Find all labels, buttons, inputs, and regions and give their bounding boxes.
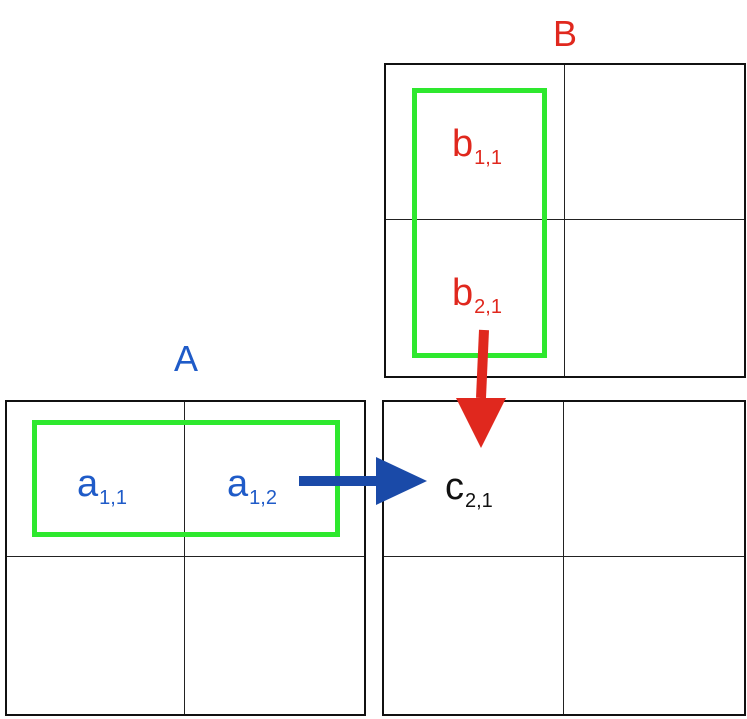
arrow-a-head [376,457,427,505]
cell-a11: a1,1 [77,463,127,508]
cell-c21-index: 2,1 [465,490,493,512]
matrix-c [382,400,746,716]
cell-b21-index: 2,1 [474,296,502,318]
arrow-a-to-c [299,457,427,505]
cell-a11-letter: a [77,463,99,505]
cell-a12-letter: a [227,463,249,505]
matrix-b-label: B [553,13,578,54]
arrow-b-shaft [476,329,489,399]
cell-a12-index: 1,2 [249,487,277,509]
cell-a12: a1,2 [227,463,277,508]
matrix-b-column-divider [564,65,565,376]
cell-b11-letter: b [452,123,474,165]
cell-c21: c2,1 [445,466,493,511]
cell-c21-letter: c [445,466,464,508]
matrix-c-column-divider [563,402,564,714]
cell-b21: b2,1 [452,272,502,317]
matrix-b [384,63,746,378]
matrix-a [5,400,366,716]
matrix-a-label: A [174,338,199,379]
matrix-a-row-divider [7,556,364,557]
matrix-b-row-divider [386,219,744,220]
matrix-c-row-divider [384,556,744,557]
cell-b11-index: 1,1 [474,147,502,169]
cell-a11-index: 1,1 [99,487,127,509]
matrix-a-column-divider [184,402,185,714]
cell-b11: b1,1 [452,123,502,168]
arrow-b-to-c [456,329,506,448]
cell-b21-letter: b [452,272,474,314]
arrow-b-head [456,398,506,448]
